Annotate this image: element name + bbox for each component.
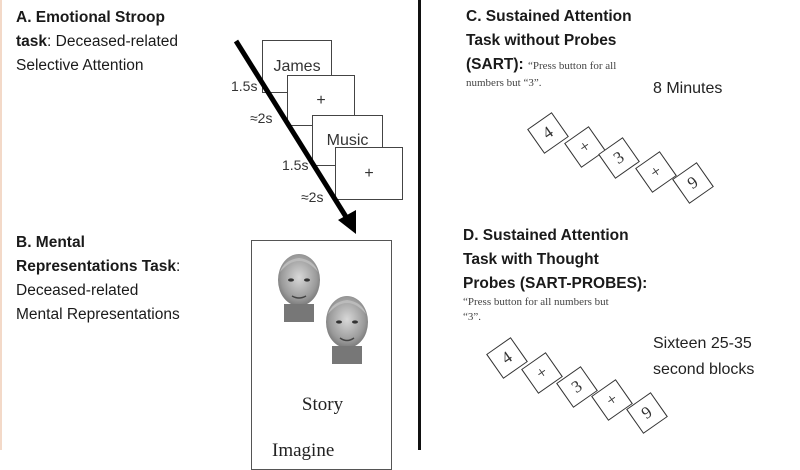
face-photo-1 [278,254,320,322]
panel-d-title-line2: Task with Thought [463,251,599,268]
stimulus-text: 9 [637,402,656,423]
sart-probe-stimulus: + [521,352,563,394]
timing-label: ≈2s [250,110,273,126]
cut-off-label: Imagine [272,440,335,461]
panel-b-title-line4: Mental Representations [16,306,180,323]
stimulus-text: + [646,161,666,183]
stimulus-text: + [602,389,622,411]
sart-probe-stimulus: 3 [556,366,598,408]
panel-c-instruction-1: “Press button for all [528,60,617,72]
stimulus-text: 4 [538,122,557,143]
timing-label: 1.5s [282,157,309,173]
panel-d-duration-line1: Sixteen 25-35 [653,335,752,352]
card-text: Music [326,131,369,149]
panel-d-title: D. Sustained Attention Task with Thought… [463,224,647,296]
sart-probe-stimulus: 4 [486,337,528,379]
time-arrow [233,39,356,234]
panel-c-title-line1: C. Sustained Attention [466,8,632,25]
panel-a-title-task: task [16,33,48,50]
mental-representation-card: Story Imagine [251,240,392,470]
face-photo-2 [326,296,368,364]
stimulus-text: 3 [609,147,628,168]
stimulus-text: + [532,362,552,384]
panel-divider [418,0,421,450]
stimulus-text: 4 [497,347,516,368]
panel-a-title-line2: : Deceased-related [47,33,178,50]
stimulus-text: + [575,136,595,158]
panel-c-title-line3: (SART): [466,56,524,73]
panel-a-title-line1: A. Emotional Stroop [16,9,165,26]
panel-c-title: C. Sustained Attention Task without Prob… [466,5,632,78]
panel-b-title: B. Mental Representations Task: Deceased… [16,231,180,327]
panel-d-title-line3: Probes (SART-PROBES): [463,275,648,292]
colon: : [175,258,181,275]
panel-c-title-line2: Task without Probes [466,32,617,49]
panel-c-duration: 8 Minutes [653,80,723,97]
panel-d-duration-line2: second blocks [653,361,755,378]
panel-d-instruction-2: “3”. [463,311,482,323]
sart-stimulus: 3 [598,137,640,179]
story-label: Story [301,394,344,415]
stimulus-text: 3 [567,376,586,397]
card-text: James [273,57,321,75]
sart-stimulus: 9 [672,162,714,204]
sart-probe-stimulus: + [591,379,633,421]
card-text: + [316,91,326,109]
sart-stimulus: 4 [527,112,569,154]
stroop-card-fixation-2: + [335,147,403,200]
sart-stimulus: + [564,126,606,168]
sart-stimulus: + [635,151,677,193]
panel-a-title-line3: Selective Attention [16,57,144,74]
card-text: + [364,164,374,182]
stimulus-text: 9 [683,172,702,193]
panel-b-title-line2: Representations Task [16,258,176,275]
panel-c-instruction-2: numbers but “3”. [466,77,542,89]
panel-b-title-line1: B. Mental [16,234,85,251]
panel-a-title: A. Emotional Stroop task: Deceased-relat… [16,6,178,78]
panel-b-title-line3: Deceased-related [16,282,139,299]
panel-d-duration: Sixteen 25-35 second blocks [653,331,754,383]
panel-d-title-line1: D. Sustained Attention [463,227,629,244]
panel-d-instruction-1: “Press button for all numbers but [463,296,609,308]
left-border [0,0,2,450]
timing-label: 1.5s [231,78,258,94]
timing-label: ≈2s [301,189,324,205]
sart-probe-stimulus: 9 [626,392,668,434]
